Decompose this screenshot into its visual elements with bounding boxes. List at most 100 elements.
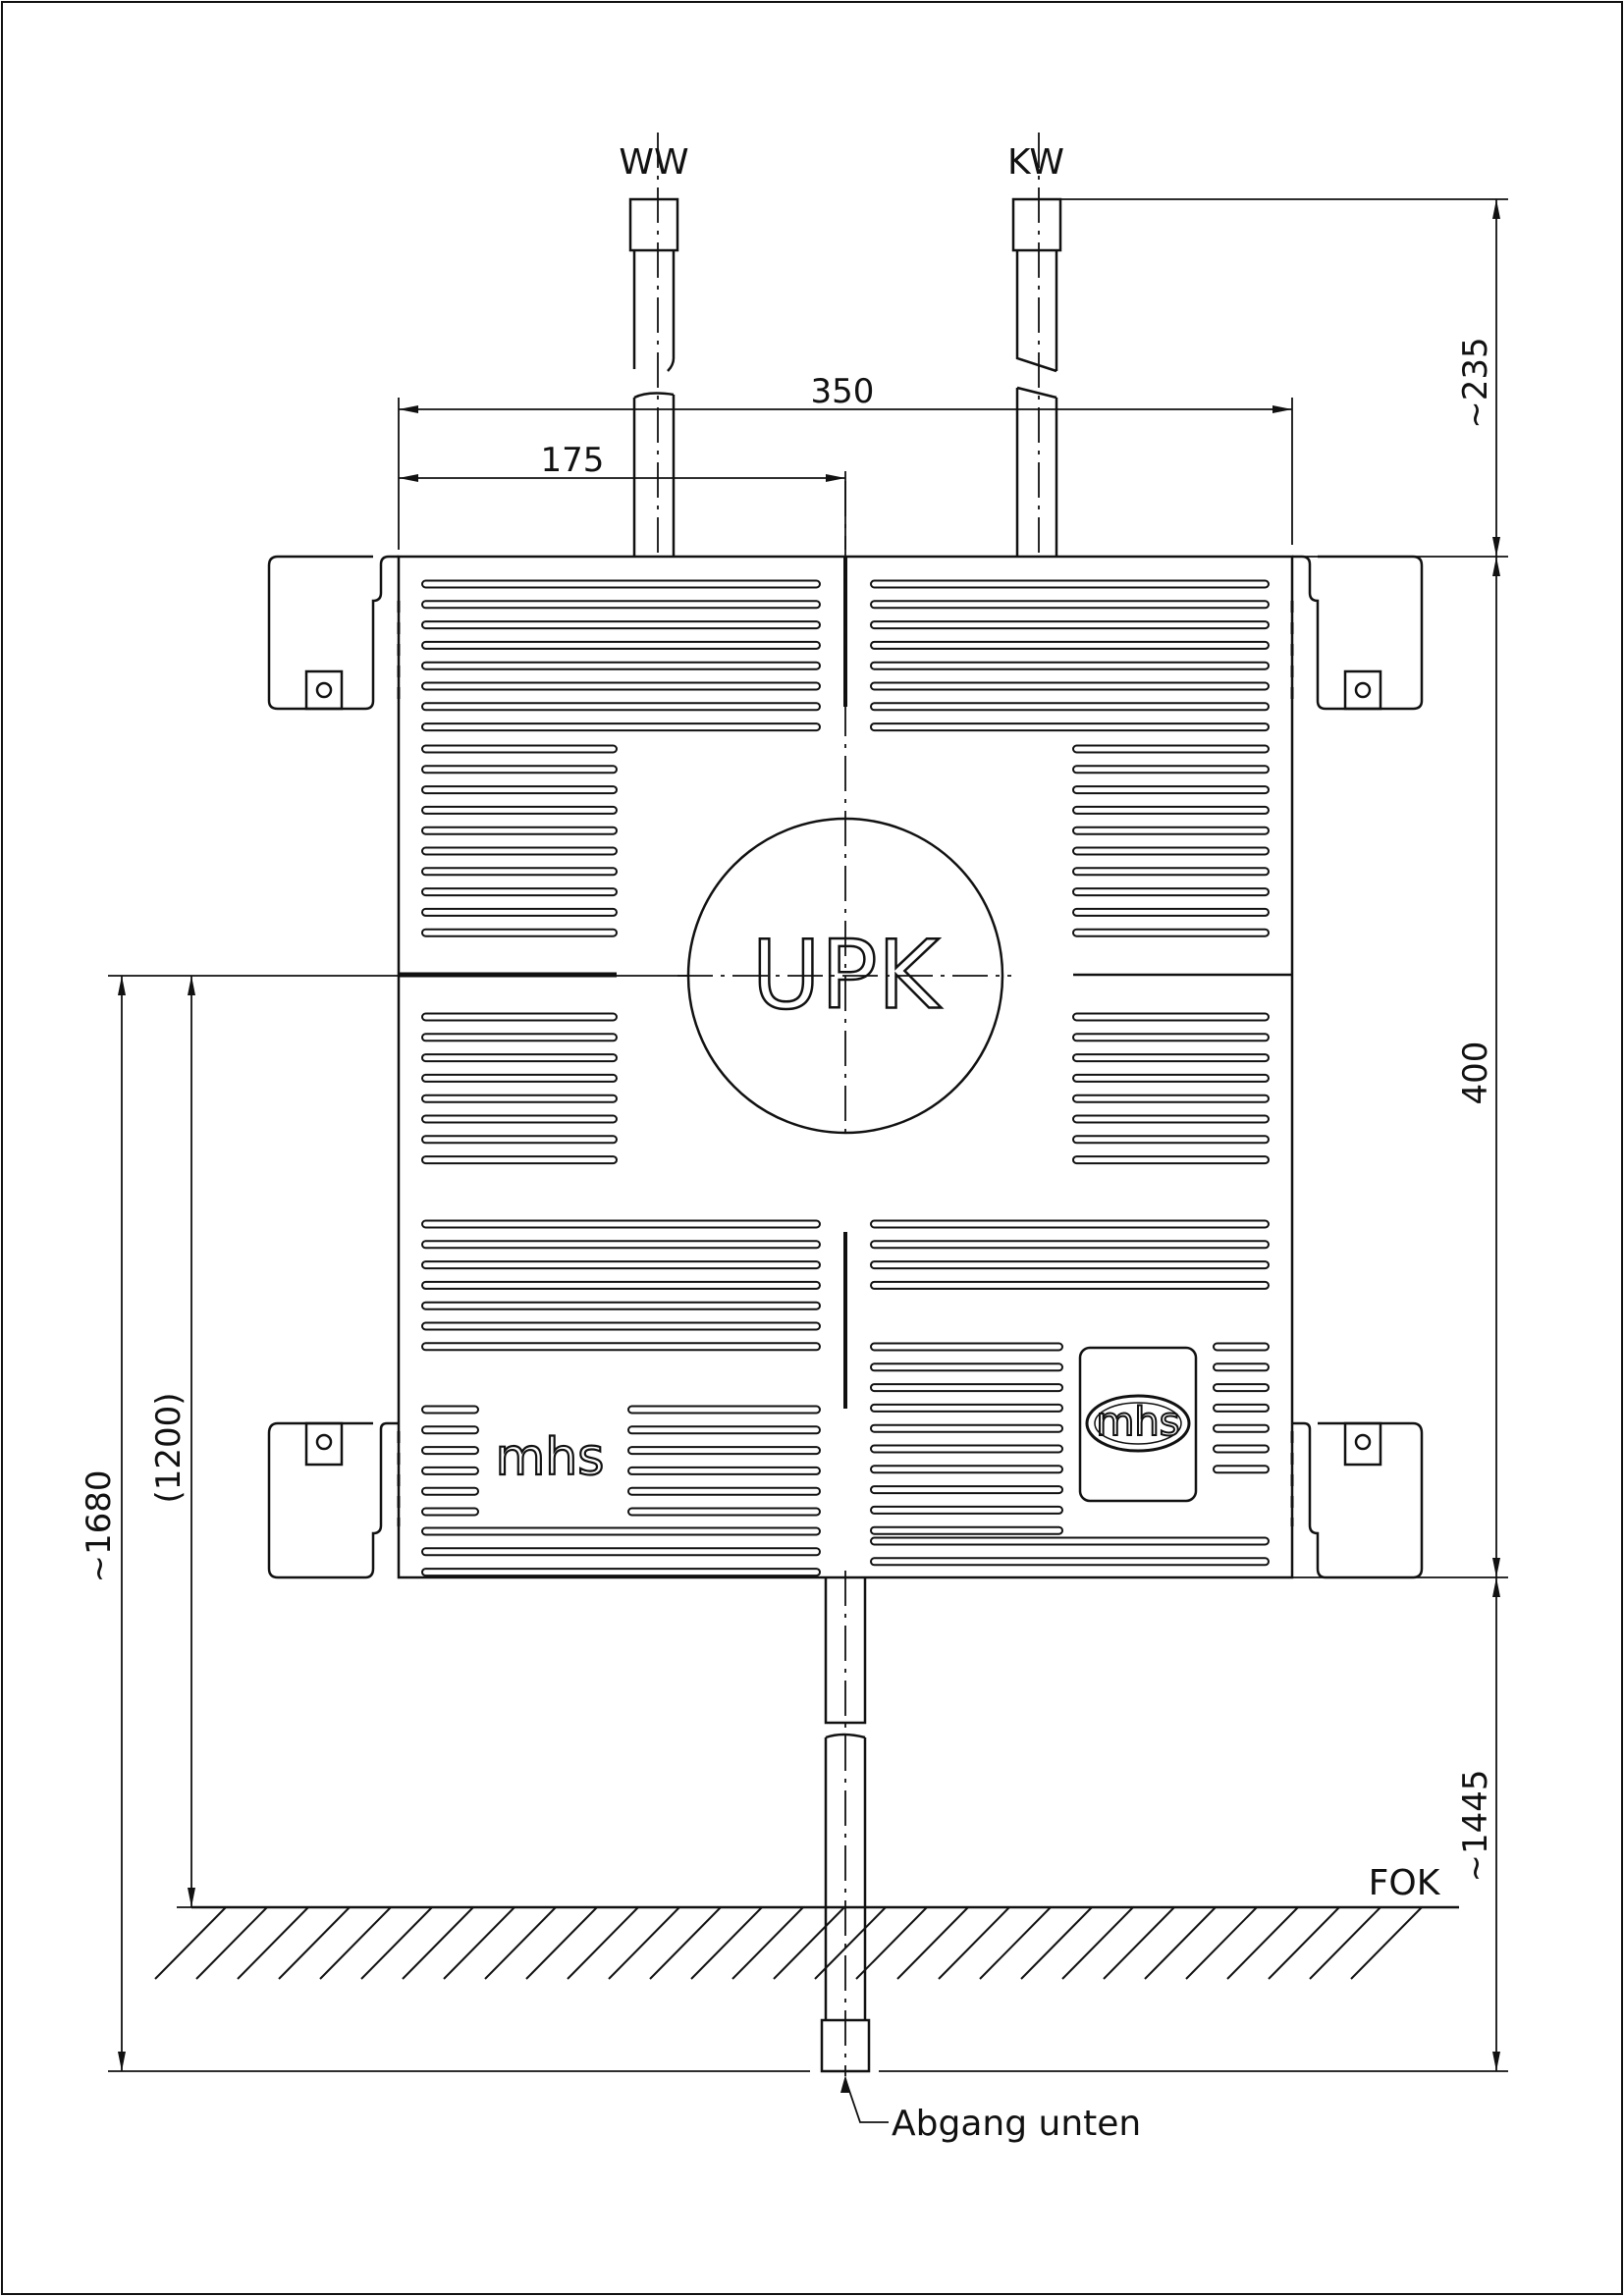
vent-slot [421, 1114, 618, 1124]
vent-slot [421, 1240, 821, 1250]
vent-slot [1072, 785, 1270, 795]
vent-slot [421, 1425, 479, 1435]
vent-slot [870, 1505, 1063, 1515]
label-outlet: Abgang unten [892, 2104, 1141, 2144]
hatch-line [443, 1906, 515, 1980]
vent-slot [870, 1219, 1270, 1229]
hatch-line [567, 1906, 639, 1980]
hatch-line [1350, 1906, 1423, 1980]
vent-slot [421, 1219, 821, 1229]
vent-slot [421, 1155, 618, 1165]
vent-slot [870, 1557, 1270, 1567]
vent-slot [1072, 1094, 1270, 1103]
vent-slot [421, 1321, 821, 1331]
vent-slot [627, 1446, 821, 1456]
vent-slot [627, 1507, 821, 1517]
hatch-line [896, 1906, 969, 1980]
vent-slot [421, 702, 821, 712]
hatch-line [154, 1906, 227, 1980]
hatch-line [319, 1906, 392, 1980]
vent-slot [421, 620, 821, 630]
vent-slot [1072, 1135, 1270, 1145]
vent-slot [421, 1342, 821, 1352]
hatch-line [1061, 1906, 1134, 1980]
hatch-line [1144, 1906, 1217, 1980]
vent-slot [421, 1260, 821, 1270]
vent-slot [870, 1383, 1063, 1393]
vent-slot [421, 1507, 479, 1517]
vent-slot [1072, 744, 1270, 754]
vent-slot [627, 1405, 821, 1415]
vent-slot [421, 1053, 618, 1063]
vent-slot [421, 1568, 821, 1577]
vent-slot [421, 867, 618, 877]
vent-slot [870, 1342, 1063, 1352]
vent-slot [1213, 1444, 1270, 1454]
vent-slot [421, 1033, 618, 1042]
floor-hatch [154, 1905, 1459, 1980]
vent-slot [1072, 907, 1270, 917]
hatch-line [1226, 1906, 1299, 1980]
vent-slot [870, 1260, 1270, 1270]
hatch-line [484, 1906, 557, 1980]
vent-slot [870, 661, 1270, 670]
vent-slot [421, 785, 618, 795]
vent-slot [1213, 1342, 1270, 1352]
vent-slot [421, 928, 618, 937]
hatch-line [938, 1906, 1010, 1980]
hatch-line [195, 1906, 268, 1980]
hatch-line [608, 1906, 680, 1980]
hatch-line [237, 1906, 309, 1980]
vent-slot [421, 1301, 821, 1310]
brand-badge [1078, 1346, 1198, 1503]
vent-slot [421, 1094, 618, 1103]
vent-slot [627, 1466, 821, 1475]
pipe-hot-water [628, 197, 679, 557]
vent-slot [627, 1486, 821, 1496]
vent-slot [421, 1466, 479, 1475]
pipe-outlet [820, 1577, 871, 2073]
hatch-line [1268, 1906, 1340, 1980]
vent-slot [870, 579, 1270, 589]
hatch-line [690, 1906, 763, 1980]
vent-slot [1213, 1362, 1270, 1372]
vent-slot [870, 620, 1270, 630]
vent-slot [421, 826, 618, 835]
vent-slot [1072, 846, 1270, 856]
dim-top-offset: ~235 [1456, 337, 1495, 428]
vent-slot [870, 1362, 1063, 1372]
vent-slot [1213, 1383, 1270, 1393]
vent-slot [421, 722, 821, 732]
vent-slot [421, 1446, 479, 1456]
vent-slot [421, 805, 618, 815]
dim-mounting-height: (1200) [149, 1392, 189, 1503]
vent-slot [421, 765, 618, 774]
brand-logo-left: mhs [496, 1428, 605, 1487]
centre-lines [657, 133, 1040, 2076]
hatch-line [360, 1906, 433, 1980]
hatch-line [649, 1906, 722, 1980]
vent-slot [1213, 1403, 1270, 1413]
hatch-line [402, 1906, 474, 1980]
hatch-line [1185, 1906, 1258, 1980]
hatch-line [855, 1906, 928, 1980]
vent-slot [870, 1403, 1063, 1413]
vent-slot [1072, 887, 1270, 897]
vent-slot [421, 1073, 618, 1083]
vent-slot [627, 1425, 821, 1435]
label-floor: FOK [1369, 1863, 1441, 1903]
vent-slot [870, 640, 1270, 650]
leader-arrow [840, 2075, 850, 2093]
vent-slot [870, 1485, 1063, 1495]
vent-slot [421, 1486, 479, 1496]
vent-slot [421, 1405, 479, 1415]
vent-slot [421, 600, 821, 610]
pipe-cold-water [1011, 197, 1062, 557]
vent-slot [870, 1280, 1270, 1290]
vent-slot [1072, 928, 1270, 937]
hatch-line [979, 1906, 1052, 1980]
vent-slot [421, 1135, 618, 1145]
vent-slot [421, 846, 618, 856]
label-hot-water: WW [619, 142, 688, 183]
